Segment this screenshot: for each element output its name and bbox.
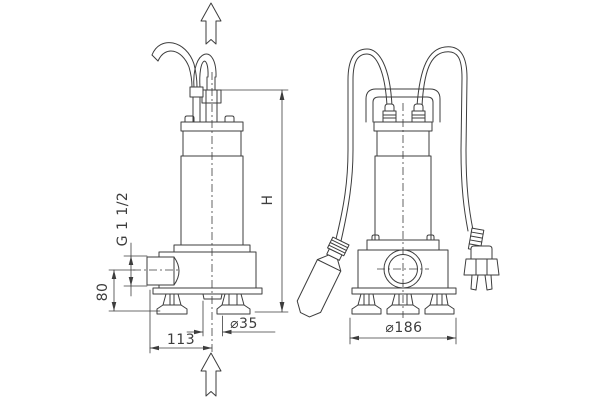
overall-height-label: H	[260, 194, 276, 206]
hose-nut	[201, 89, 222, 104]
front-cable-glands	[382, 103, 426, 123]
front-view	[296, 46, 500, 345]
outlet-offset-label: 113	[166, 332, 196, 348]
float-cable	[335, 48, 393, 242]
carry-handle	[365, 88, 441, 123]
foot	[386, 293, 420, 315]
dimension-outlet-offset	[149, 289, 213, 354]
thread-size-label: G 1 1/2	[115, 191, 131, 247]
foot	[351, 293, 382, 315]
inlet-diameter-label: ⌀35	[230, 316, 258, 332]
outflow-arrow-icon	[200, 2, 222, 45]
plug-pin	[470, 274, 479, 291]
dimension-outlet-height	[108, 269, 161, 312]
dimension-base-diameter	[349, 317, 457, 345]
foot	[156, 293, 188, 315]
outlet-height-label: 80	[95, 282, 111, 302]
dimension-overall-height	[220, 89, 289, 313]
inflow-arrow-icon	[200, 352, 222, 397]
float-switch	[296, 236, 350, 318]
cable-gland	[189, 86, 204, 98]
power-cable-side	[151, 42, 198, 88]
front-pump-body	[351, 121, 457, 315]
discharge-port	[146, 256, 180, 286]
plug-cable	[416, 46, 474, 232]
plug-pin	[484, 274, 493, 291]
side-view	[108, 2, 289, 397]
discharge-hose	[189, 53, 222, 123]
power-plug	[463, 227, 500, 291]
dimension-inlet-diameter	[186, 300, 276, 337]
base-diameter-label: ⌀186	[385, 320, 423, 336]
dimension-thread-size	[123, 242, 148, 297]
foot	[216, 293, 251, 315]
side-pump-body	[146, 115, 263, 315]
foot	[424, 293, 455, 315]
